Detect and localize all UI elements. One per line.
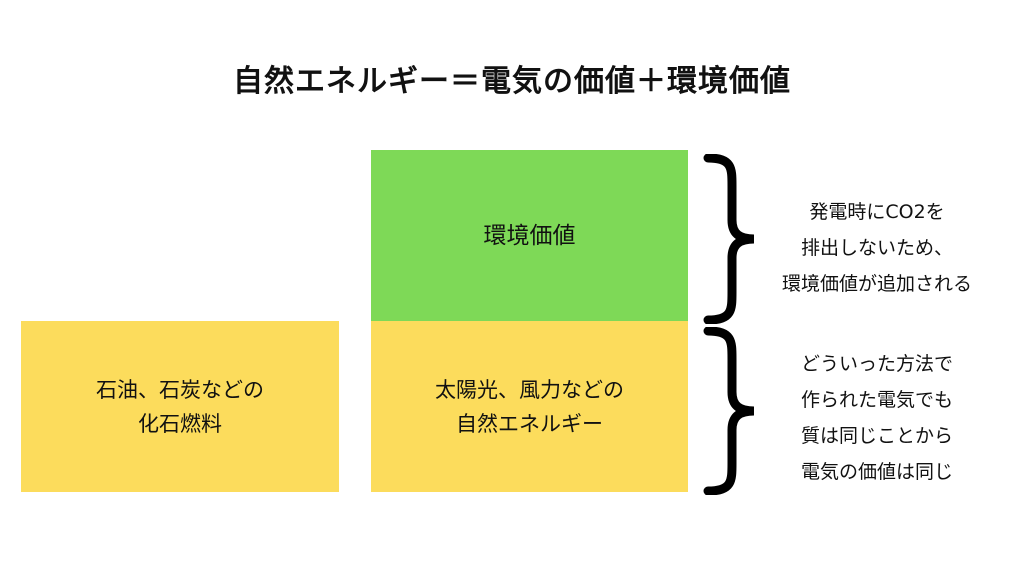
environmental-value-box: 環境価値 [371,150,688,321]
fossil-fuel-label-line-1: 石油、石炭などの [96,377,264,402]
environmental-value-label: 環境価値 [483,222,576,249]
note-top-line-3: 環境価値が追加される [781,273,972,295]
environmental-value-note: 発電時にCO2を 排出しないため、 環境価値が追加される [752,194,1002,302]
renewable-label-line-1: 太陽光、風力などの [435,377,624,402]
note-bottom-line-1: どういった方法で [800,353,953,375]
note-top-line-2: 排出しないため、 [800,237,953,259]
fossil-fuel-label-line-2: 化石燃料 [138,411,222,436]
note-bottom-line-2: 作られた電気でも [800,389,953,411]
right-curly-brace-icon [700,154,760,324]
note-bottom-line-3: 質は同じことから [800,425,953,447]
renewable-label-line-2: 自然エネルギー [456,411,603,436]
page-title: 自然エネルギー＝電気の価値＋環境価値 [233,64,791,99]
right-curly-brace-icon [700,327,760,495]
electricity-value-note: どういった方法で 作られた電気でも 質は同じことから 電気の価値は同じ [752,346,1002,490]
note-top-line-1: 発電時にCO2を [809,201,945,223]
note-bottom-line-4: 電気の価値は同じ [800,461,953,483]
renewable-energy-box: 太陽光、風力などの 自然エネルギー [371,321,688,492]
fossil-fuel-box: 石油、石炭などの 化石燃料 [21,321,339,492]
